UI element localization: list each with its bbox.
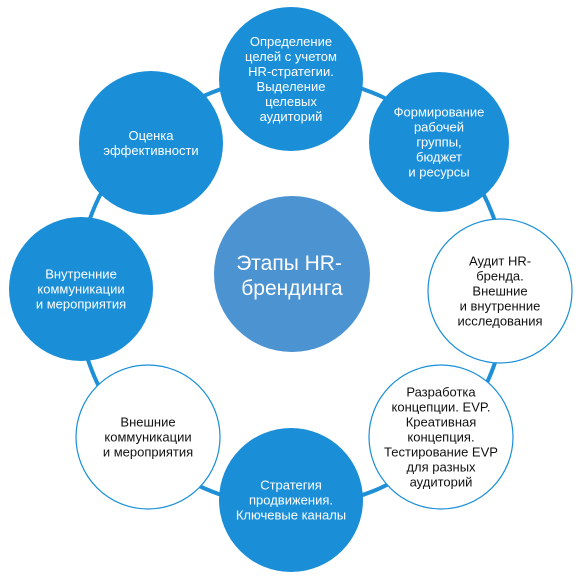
stage-4-line-2: концепции. EVP. bbox=[392, 400, 491, 415]
stage-1-line-3: HR-стратегии. bbox=[248, 64, 334, 79]
stage-circle-7 bbox=[9, 217, 153, 361]
stage-8-line-2: эффективности bbox=[103, 143, 198, 158]
stage-7-line-2: коммуникации bbox=[37, 282, 124, 297]
stage-6-line-2: коммуникации bbox=[104, 430, 191, 445]
stage-3-line-5: исследования bbox=[457, 314, 542, 329]
stage-7-line-3: и мероприятия bbox=[36, 297, 126, 312]
stage-circle-5 bbox=[219, 428, 363, 572]
stage-3-line-4: и внутренние bbox=[460, 299, 541, 314]
stage-circle-1 bbox=[219, 7, 363, 151]
stage-3-line-3: Внешние bbox=[472, 284, 527, 299]
stage-circle-2 bbox=[369, 72, 509, 212]
stage-circle-6 bbox=[75, 364, 221, 510]
stage-6-line-1: Внешние bbox=[120, 415, 175, 430]
stage-2-line-2: рабочей bbox=[414, 120, 464, 135]
stage-3-line-1: Аудит HR- bbox=[469, 254, 531, 269]
stage-4-line-4: концепция. bbox=[407, 430, 474, 445]
center-circle bbox=[214, 196, 370, 352]
stage-2-line-1: Формирование bbox=[394, 105, 485, 120]
stage-4-line-7: аудиторий bbox=[410, 475, 473, 490]
stage-5-line-3: Ключевые каналы bbox=[236, 508, 346, 523]
center-title-line-2: брендинга bbox=[241, 277, 343, 300]
stage-6-line-3: и мероприятия bbox=[103, 445, 193, 460]
stage-1-line-6: аудиторий bbox=[260, 109, 323, 124]
stage-5-line-1: Стратегия bbox=[260, 478, 322, 493]
stage-4-line-1: Разработка bbox=[406, 385, 476, 400]
stage-8-line-1: Оценка bbox=[128, 128, 174, 143]
stage-2-line-3: группы, bbox=[416, 135, 461, 150]
stage-4-line-6: для разных bbox=[406, 460, 476, 475]
stage-1-line-1: Определение bbox=[250, 34, 332, 49]
stage-2-line-4: бюджет bbox=[416, 150, 462, 165]
stage-2-line-5: и ресурсы bbox=[408, 165, 469, 180]
center-title: Этапы HR- брендинга bbox=[236, 252, 348, 300]
stage-4-line-3: Креативная bbox=[406, 415, 477, 430]
stage-circle-3 bbox=[427, 218, 573, 364]
stage-7-line-1: Внутренние bbox=[45, 267, 117, 282]
stage-circle-4 bbox=[368, 364, 514, 510]
stage-circle-8 bbox=[79, 71, 223, 215]
stage-1-line-5: целевых bbox=[265, 94, 317, 109]
stage-4-line-5: Тестирование EVP bbox=[384, 445, 498, 460]
stage-5-line-2: продвижения. bbox=[249, 493, 333, 508]
stage-1-line-4: Выделение bbox=[257, 79, 326, 94]
center-title-line-1: Этапы HR- bbox=[236, 252, 342, 275]
stage-3-line-2: бренда. bbox=[476, 269, 524, 284]
stage-1-line-2: целей с учетом bbox=[245, 49, 337, 64]
